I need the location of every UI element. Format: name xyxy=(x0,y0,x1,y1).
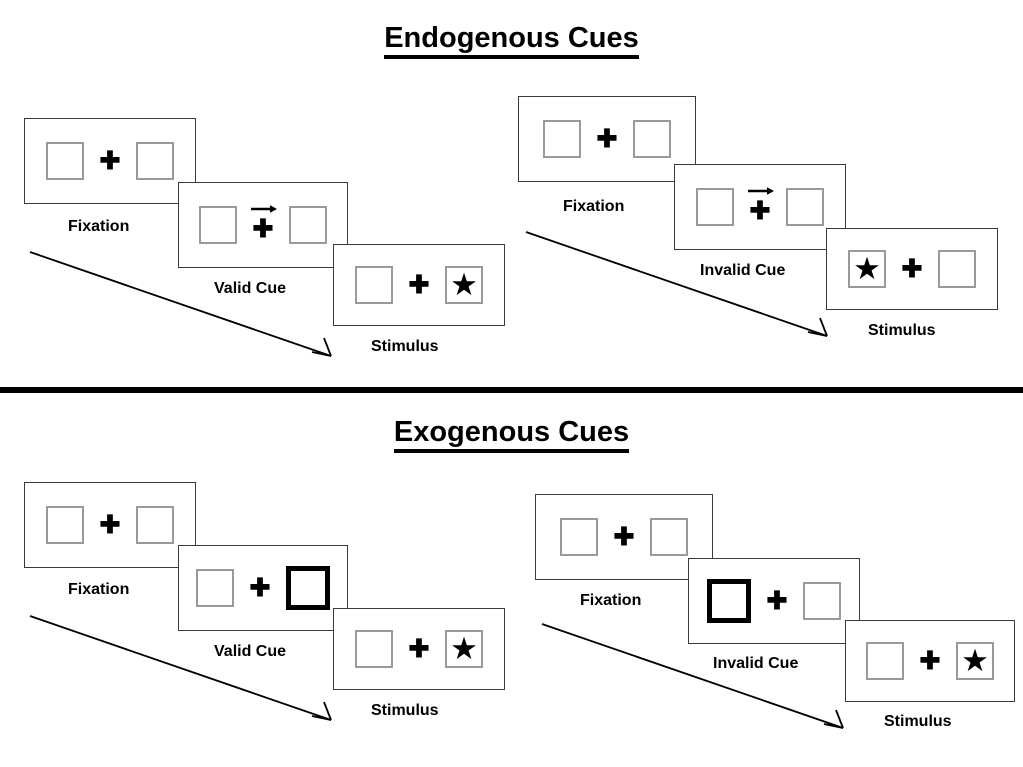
section-title-endogenous-text: Endogenous Cues xyxy=(384,22,639,59)
stimulus-box-left xyxy=(196,569,234,607)
caption-endogenous-valid-stimulus: Stimulus xyxy=(371,338,439,355)
panel-endogenous-valid-stimulus: ✚ ★ xyxy=(333,244,505,326)
panel-exogenous-invalid-stimulus: ✚ ★ xyxy=(845,620,1015,702)
caption-endogenous-valid-cue: Valid Cue xyxy=(214,280,287,297)
stimulus-box-left xyxy=(866,642,904,680)
stimulus-box-right xyxy=(633,120,671,158)
panel-content: ✚ xyxy=(560,515,688,559)
panel-content: ✚ ★ xyxy=(355,627,483,671)
caption-exogenous-invalid-cue: Invalid Cue xyxy=(713,655,799,672)
stimulus-box-left xyxy=(355,630,393,668)
panel-content: ✚ ★ xyxy=(866,639,994,683)
panel-content: ✚ ★ xyxy=(355,263,483,307)
caption-exogenous-valid-fixation: Fixation xyxy=(68,581,130,598)
fixation-cross-wrap: ✚ xyxy=(748,185,775,229)
panel-endogenous-invalid-stimulus: ★ ✚ xyxy=(826,228,998,310)
star-icon: ★ xyxy=(853,250,881,286)
stimulus-box-left xyxy=(199,206,237,244)
fixation-cross-wrap: ✚ xyxy=(765,579,789,623)
star-icon: ★ xyxy=(961,642,989,678)
caption-endogenous-invalid-stimulus: Stimulus xyxy=(868,322,936,339)
panel-endogenous-valid-cue: ✚ xyxy=(178,182,348,268)
stimulus-box-right xyxy=(289,206,327,244)
caption-endogenous-valid-fixation: Fixation xyxy=(68,218,130,235)
arrow-right-icon xyxy=(251,205,278,213)
panel-content: ✚ xyxy=(199,203,327,247)
caption-exogenous-invalid-stimulus: Stimulus xyxy=(884,713,952,730)
fixation-cross-wrap: ✚ xyxy=(595,117,619,161)
panel-content: ✚ xyxy=(543,117,671,161)
stimulus-box-right: ★ xyxy=(445,630,483,668)
star-icon: ★ xyxy=(450,266,478,302)
panel-exogenous-valid-fixation: ✚ xyxy=(24,482,196,568)
stimulus-box-left xyxy=(696,188,734,226)
time-progression-arrow xyxy=(29,251,332,357)
caption-exogenous-valid-cue: Valid Cue xyxy=(214,643,287,660)
caption-endogenous-invalid-fixation: Fixation xyxy=(563,198,625,215)
fixation-plus-icon: ✚ xyxy=(252,214,274,243)
star-icon: ★ xyxy=(450,630,478,666)
time-progression-arrow xyxy=(29,615,332,721)
fixation-plus-icon: ✚ xyxy=(249,573,271,602)
stimulus-box-right: ★ xyxy=(956,642,994,680)
fixation-plus-icon: ✚ xyxy=(749,196,771,225)
stimulus-box-right xyxy=(938,250,976,288)
panel-endogenous-invalid-cue: ✚ xyxy=(674,164,846,250)
panel-exogenous-valid-cue: ✚ xyxy=(178,545,348,631)
fixation-plus-icon: ✚ xyxy=(613,522,635,551)
stimulus-box-right xyxy=(803,582,841,620)
caption-exogenous-invalid-fixation: Fixation xyxy=(580,592,642,609)
fixation-cross-wrap: ✚ xyxy=(248,566,272,610)
panel-content: ✚ xyxy=(46,503,174,547)
fixation-plus-icon: ✚ xyxy=(408,270,430,299)
stimulus-box-left xyxy=(560,518,598,556)
fixation-cross-wrap: ✚ xyxy=(98,139,122,183)
stimulus-box-left-cued xyxy=(707,579,751,623)
fixation-cross-wrap: ✚ xyxy=(407,263,431,307)
stimulus-box-right xyxy=(136,142,174,180)
stimulus-box-left xyxy=(543,120,581,158)
time-progression-arrow xyxy=(541,623,844,729)
panel-endogenous-valid-fixation: ✚ xyxy=(24,118,196,204)
fixation-cross-wrap: ✚ xyxy=(98,503,122,547)
fixation-plus-icon: ✚ xyxy=(408,634,430,663)
section-title-exogenous-text: Exogenous Cues xyxy=(393,416,630,453)
panel-content: ✚ xyxy=(696,185,824,229)
section-title-endogenous: Endogenous Cues xyxy=(0,22,1023,59)
stimulus-box-right: ★ xyxy=(445,266,483,304)
fixation-plus-icon: ✚ xyxy=(99,146,121,175)
fixation-plus-icon: ✚ xyxy=(901,254,923,283)
section-divider xyxy=(0,387,1023,393)
section-title-exogenous: Exogenous Cues xyxy=(0,416,1023,453)
stimulus-box-left xyxy=(46,142,84,180)
stimulus-box-right xyxy=(786,188,824,226)
caption-exogenous-valid-stimulus: Stimulus xyxy=(371,702,439,719)
fixation-plus-icon: ✚ xyxy=(596,124,618,153)
fixation-cross-wrap: ✚ xyxy=(612,515,636,559)
arrow-right-icon xyxy=(748,187,775,195)
panel-content: ✚ xyxy=(196,566,330,610)
fixation-plus-icon: ✚ xyxy=(99,510,121,539)
panel-content: ✚ xyxy=(707,579,841,623)
stimulus-box-left: ★ xyxy=(848,250,886,288)
stimulus-box-right xyxy=(650,518,688,556)
panel-content: ★ ✚ xyxy=(848,247,976,291)
panel-exogenous-invalid-cue: ✚ xyxy=(688,558,860,644)
fixation-cross-wrap: ✚ xyxy=(918,639,942,683)
fixation-cross-wrap: ✚ xyxy=(251,203,278,247)
stimulus-box-left xyxy=(46,506,84,544)
time-progression-arrow xyxy=(525,231,828,337)
stimulus-box-right xyxy=(136,506,174,544)
panel-endogenous-invalid-fixation: ✚ xyxy=(518,96,696,182)
caption-endogenous-invalid-cue: Invalid Cue xyxy=(700,262,786,279)
fixation-plus-icon: ✚ xyxy=(919,646,941,675)
fixation-plus-icon: ✚ xyxy=(766,586,788,615)
fixation-cross-wrap: ✚ xyxy=(407,627,431,671)
panel-exogenous-valid-stimulus: ✚ ★ xyxy=(333,608,505,690)
panel-exogenous-invalid-fixation: ✚ xyxy=(535,494,713,580)
stimulus-box-left xyxy=(355,266,393,304)
panel-content: ✚ xyxy=(46,139,174,183)
fixation-cross-wrap: ✚ xyxy=(900,247,924,291)
stimulus-box-right-cued xyxy=(286,566,330,610)
